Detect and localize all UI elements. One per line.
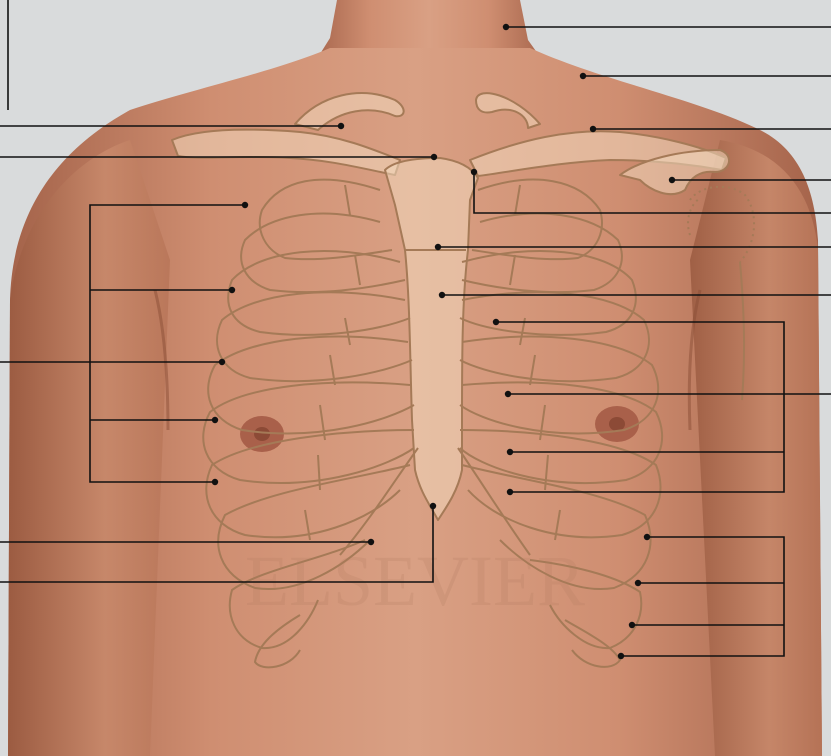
watermark: ELSEVIER (245, 541, 585, 621)
